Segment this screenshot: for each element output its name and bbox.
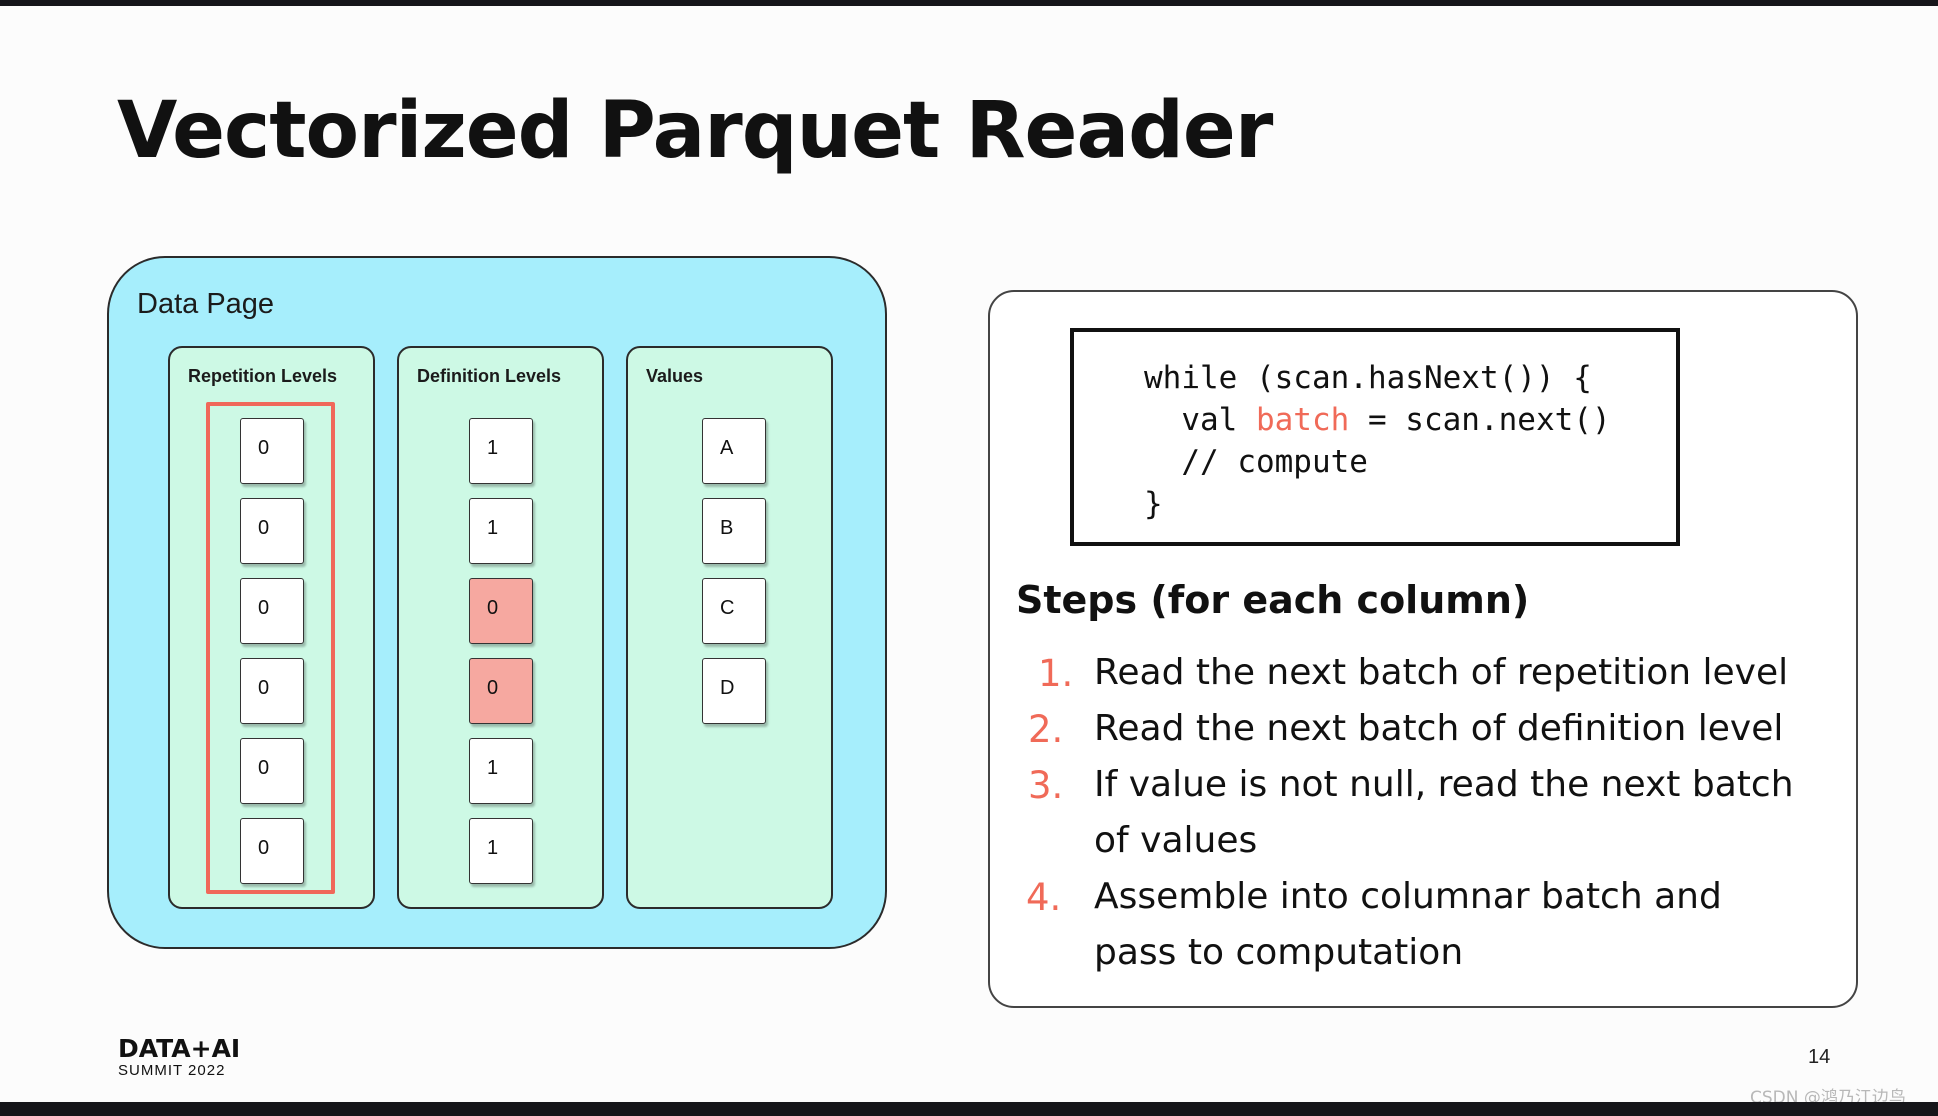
step-text-continued: pass to computation <box>1094 932 1464 973</box>
data-ai-summit-logo: DATA+AI SUMMIT 2022 <box>118 1036 240 1080</box>
step-number: 2. <box>1028 708 1064 751</box>
repetition-level-cell: 0 <box>240 498 304 564</box>
values-column: Values A B C D <box>626 346 833 909</box>
definition-level-cell: 1 <box>469 738 533 804</box>
step-number: 3. <box>1028 764 1064 807</box>
values-title: Values <box>646 366 704 386</box>
steps-title: Steps (for each column) <box>1016 578 1530 622</box>
definition-level-cell: 1 <box>469 818 533 884</box>
step-text: Read the next batch of repetition level <box>1094 652 1789 693</box>
code-block: while (scan.hasNext()) { val batch = sca… <box>1070 328 1680 546</box>
value-cell: B <box>702 498 766 564</box>
repetition-levels-highlight <box>206 402 335 894</box>
repetition-levels-title: Repetition Levels <box>188 366 338 386</box>
slide-title: Vectorized Parquet Reader <box>117 86 1273 176</box>
logo-main-text: DATA+AI <box>118 1034 241 1063</box>
page-number: 14 <box>1808 1046 1831 1068</box>
logo-sub-text: SUMMIT 2022 <box>118 1062 226 1079</box>
repetition-level-cell: 0 <box>240 578 304 644</box>
definition-levels-title: Definition Levels <box>417 366 562 386</box>
definition-level-cell-null: 0 <box>469 578 533 644</box>
value-cell: C <box>702 578 766 644</box>
definition-level-cell: 1 <box>469 498 533 564</box>
repetition-level-cell: 0 <box>240 818 304 884</box>
definition-level-cell-null: 0 <box>469 658 533 724</box>
value-cell: D <box>702 658 766 724</box>
data-page-diagram: Data Page Repetition Levels 0 0 0 0 0 0 … <box>107 256 887 949</box>
code-line-4: } <box>1144 486 1163 522</box>
code-line-2-prefix: val <box>1144 402 1256 438</box>
code-highlight-batch: batch <box>1255 402 1350 438</box>
repetition-level-cell: 0 <box>240 658 304 724</box>
step-text: If value is not null, read the next batc… <box>1094 764 1794 805</box>
code-line-2: val batch = scan.next() <box>1144 402 1611 438</box>
value-cell: A <box>702 418 766 484</box>
definition-level-cell: 1 <box>469 418 533 484</box>
step-text-continued: of values <box>1094 820 1258 861</box>
code-line-1: while (scan.hasNext()) { <box>1144 360 1592 396</box>
repetition-level-cell: 0 <box>240 738 304 804</box>
code-line-3: // compute <box>1144 444 1368 480</box>
bottom-bar <box>0 1102 1938 1116</box>
step-number: 1. <box>1038 652 1074 695</box>
data-page-title: Data Page <box>137 288 275 320</box>
step-number: 4. <box>1026 876 1062 919</box>
step-text: Assemble into columnar batch and <box>1094 876 1722 917</box>
top-bar <box>0 0 1938 6</box>
code-line-2-suffix: = scan.next() <box>1349 402 1611 438</box>
steps-panel: while (scan.hasNext()) { val batch = sca… <box>988 290 1858 1008</box>
repetition-levels-column: Repetition Levels 0 0 0 0 0 0 <box>168 346 375 909</box>
step-text: Read the next batch of definition level <box>1094 708 1784 749</box>
repetition-level-cell: 0 <box>240 418 304 484</box>
definition-levels-column: Definition Levels 1 1 0 0 1 1 <box>397 346 604 909</box>
